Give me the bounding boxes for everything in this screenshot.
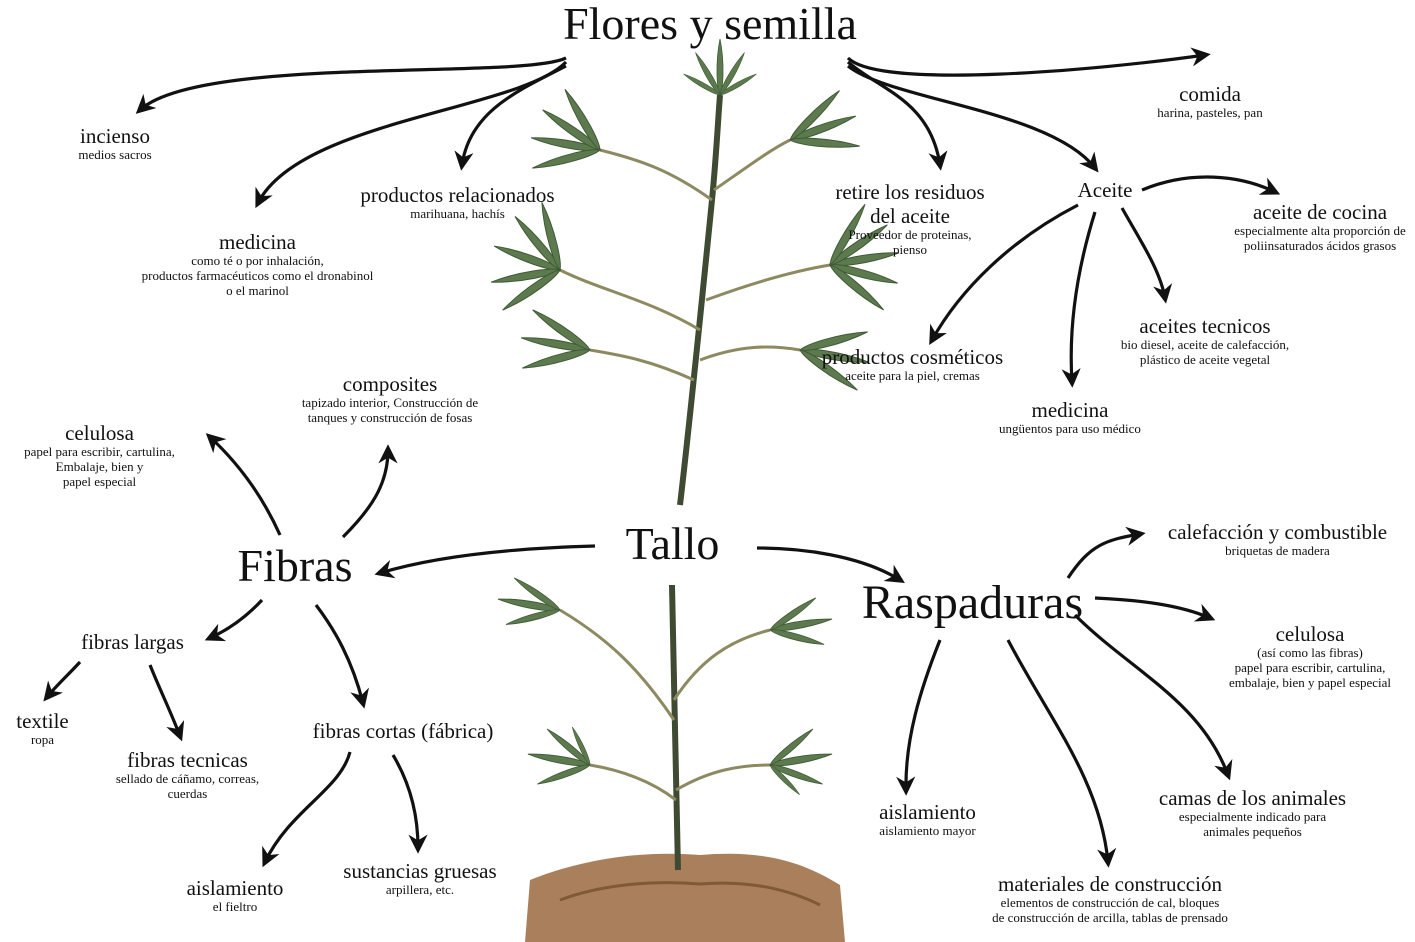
arrow-flores-comida xyxy=(846,47,1211,77)
node-celulosa-fibras: celulosa papel para escribir, cartulina,… xyxy=(24,421,175,490)
arrow-aceite-tecnicos xyxy=(1120,207,1173,304)
hub-tallo-title: Tallo xyxy=(625,518,720,569)
node-productos-relacionados: productos relacionados marihuana, hachís xyxy=(360,183,555,222)
arrow-aceite-cosmeticos xyxy=(929,203,1079,346)
hub-tallo: Tallo xyxy=(600,518,745,571)
node-materiales-construccion: materiales de construcción elementos de … xyxy=(992,872,1228,926)
arrow-aceite-medicina xyxy=(1061,211,1097,388)
arrow-flores-incienso xyxy=(135,56,567,114)
arrow-largas-textile xyxy=(43,660,82,702)
arrow-fibras-cortas xyxy=(314,604,369,709)
node-aceite-cocina: aceite de cocina especialmente alta prop… xyxy=(1234,200,1406,254)
upper-stem xyxy=(677,94,723,506)
node-fibras-cortas: fibras cortas (fábrica) xyxy=(312,719,494,743)
arrow-aceite-cocina xyxy=(1141,175,1281,195)
arrow-rasp-camas xyxy=(1073,613,1233,781)
node-productos-cosmeticos: productos cosméticos aceite para la piel… xyxy=(821,345,1004,384)
node-calefaccion: calefacción y combustible briquetas de m… xyxy=(1167,520,1388,559)
arrow-flores-medicina xyxy=(255,60,568,209)
arrow-rasp-celulosa xyxy=(1094,596,1216,622)
node-sustancias-gruesas: sustancias gruesas arpillera, etc. xyxy=(343,859,497,898)
soil-mound xyxy=(525,853,845,942)
node-medicina-flores: medicina como té o por inhalación, produ… xyxy=(141,230,374,299)
node-aislamiento-raspaduras: aislamiento aislamiento mayor xyxy=(879,800,976,839)
hub-flores: Flores y semilla xyxy=(540,0,880,51)
node-textile: textile ropa xyxy=(16,709,69,748)
arrow-tallo-fibras xyxy=(374,544,596,579)
arrows xyxy=(43,47,1281,868)
node-retire-residuos: retire los residuos del aceite Proveedor… xyxy=(835,180,985,258)
hub-fibras: Fibras xyxy=(220,540,370,593)
node-aceite: Aceite xyxy=(1077,178,1133,202)
node-incienso: incienso medios sacros xyxy=(78,124,152,163)
hub-flores-title: Flores y semilla xyxy=(563,0,857,49)
node-fibras-largas: fibras largas xyxy=(81,630,184,654)
arrow-rasp-aislamiento xyxy=(896,639,942,796)
arrow-flores-aceite xyxy=(846,64,1099,173)
node-composites: composites tapizado interior, Construcci… xyxy=(301,372,479,426)
node-aislamiento-fibras: aislamiento el fieltro xyxy=(186,876,284,915)
arrow-rasp-calefaccion xyxy=(1066,526,1146,579)
node-medicina-aceite: medicina ungüentos para uso médico xyxy=(999,398,1141,437)
node-camas-animales: camas de los animales especialmente indi… xyxy=(1158,786,1347,840)
node-comida: comida harina, pasteles, pan xyxy=(1157,82,1263,121)
node-celulosa-raspaduras: celulosa (así como las fibras) papel par… xyxy=(1228,622,1392,691)
arrow-largas-tecnicas xyxy=(148,664,185,742)
hemp-plant-illustration xyxy=(489,38,901,942)
hub-raspaduras: Raspaduras xyxy=(850,575,1095,630)
lower-stem xyxy=(669,584,681,871)
arrow-fibras-celulosa xyxy=(205,433,282,536)
node-fibras-tecnicas: fibras tecnicas sellado de cáñamo, corre… xyxy=(115,748,260,802)
hub-fibras-title: Fibras xyxy=(237,540,353,591)
arrow-fibras-composites xyxy=(341,444,398,539)
arrow-rasp-materiales xyxy=(1006,639,1117,868)
arrow-tallo-raspaduras xyxy=(756,546,905,584)
arrow-cortas-gruesas xyxy=(391,754,428,854)
arrow-cortas-aislamiento xyxy=(262,751,352,868)
node-aceites-tecnicos: aceites tecnicos bio diesel, aceite de c… xyxy=(1120,314,1290,368)
arrow-flores-productos xyxy=(454,64,567,171)
arrow-fibras-largas xyxy=(204,598,264,642)
hub-raspaduras-title: Raspaduras xyxy=(861,576,1084,629)
arrow-flores-retire xyxy=(846,60,948,171)
